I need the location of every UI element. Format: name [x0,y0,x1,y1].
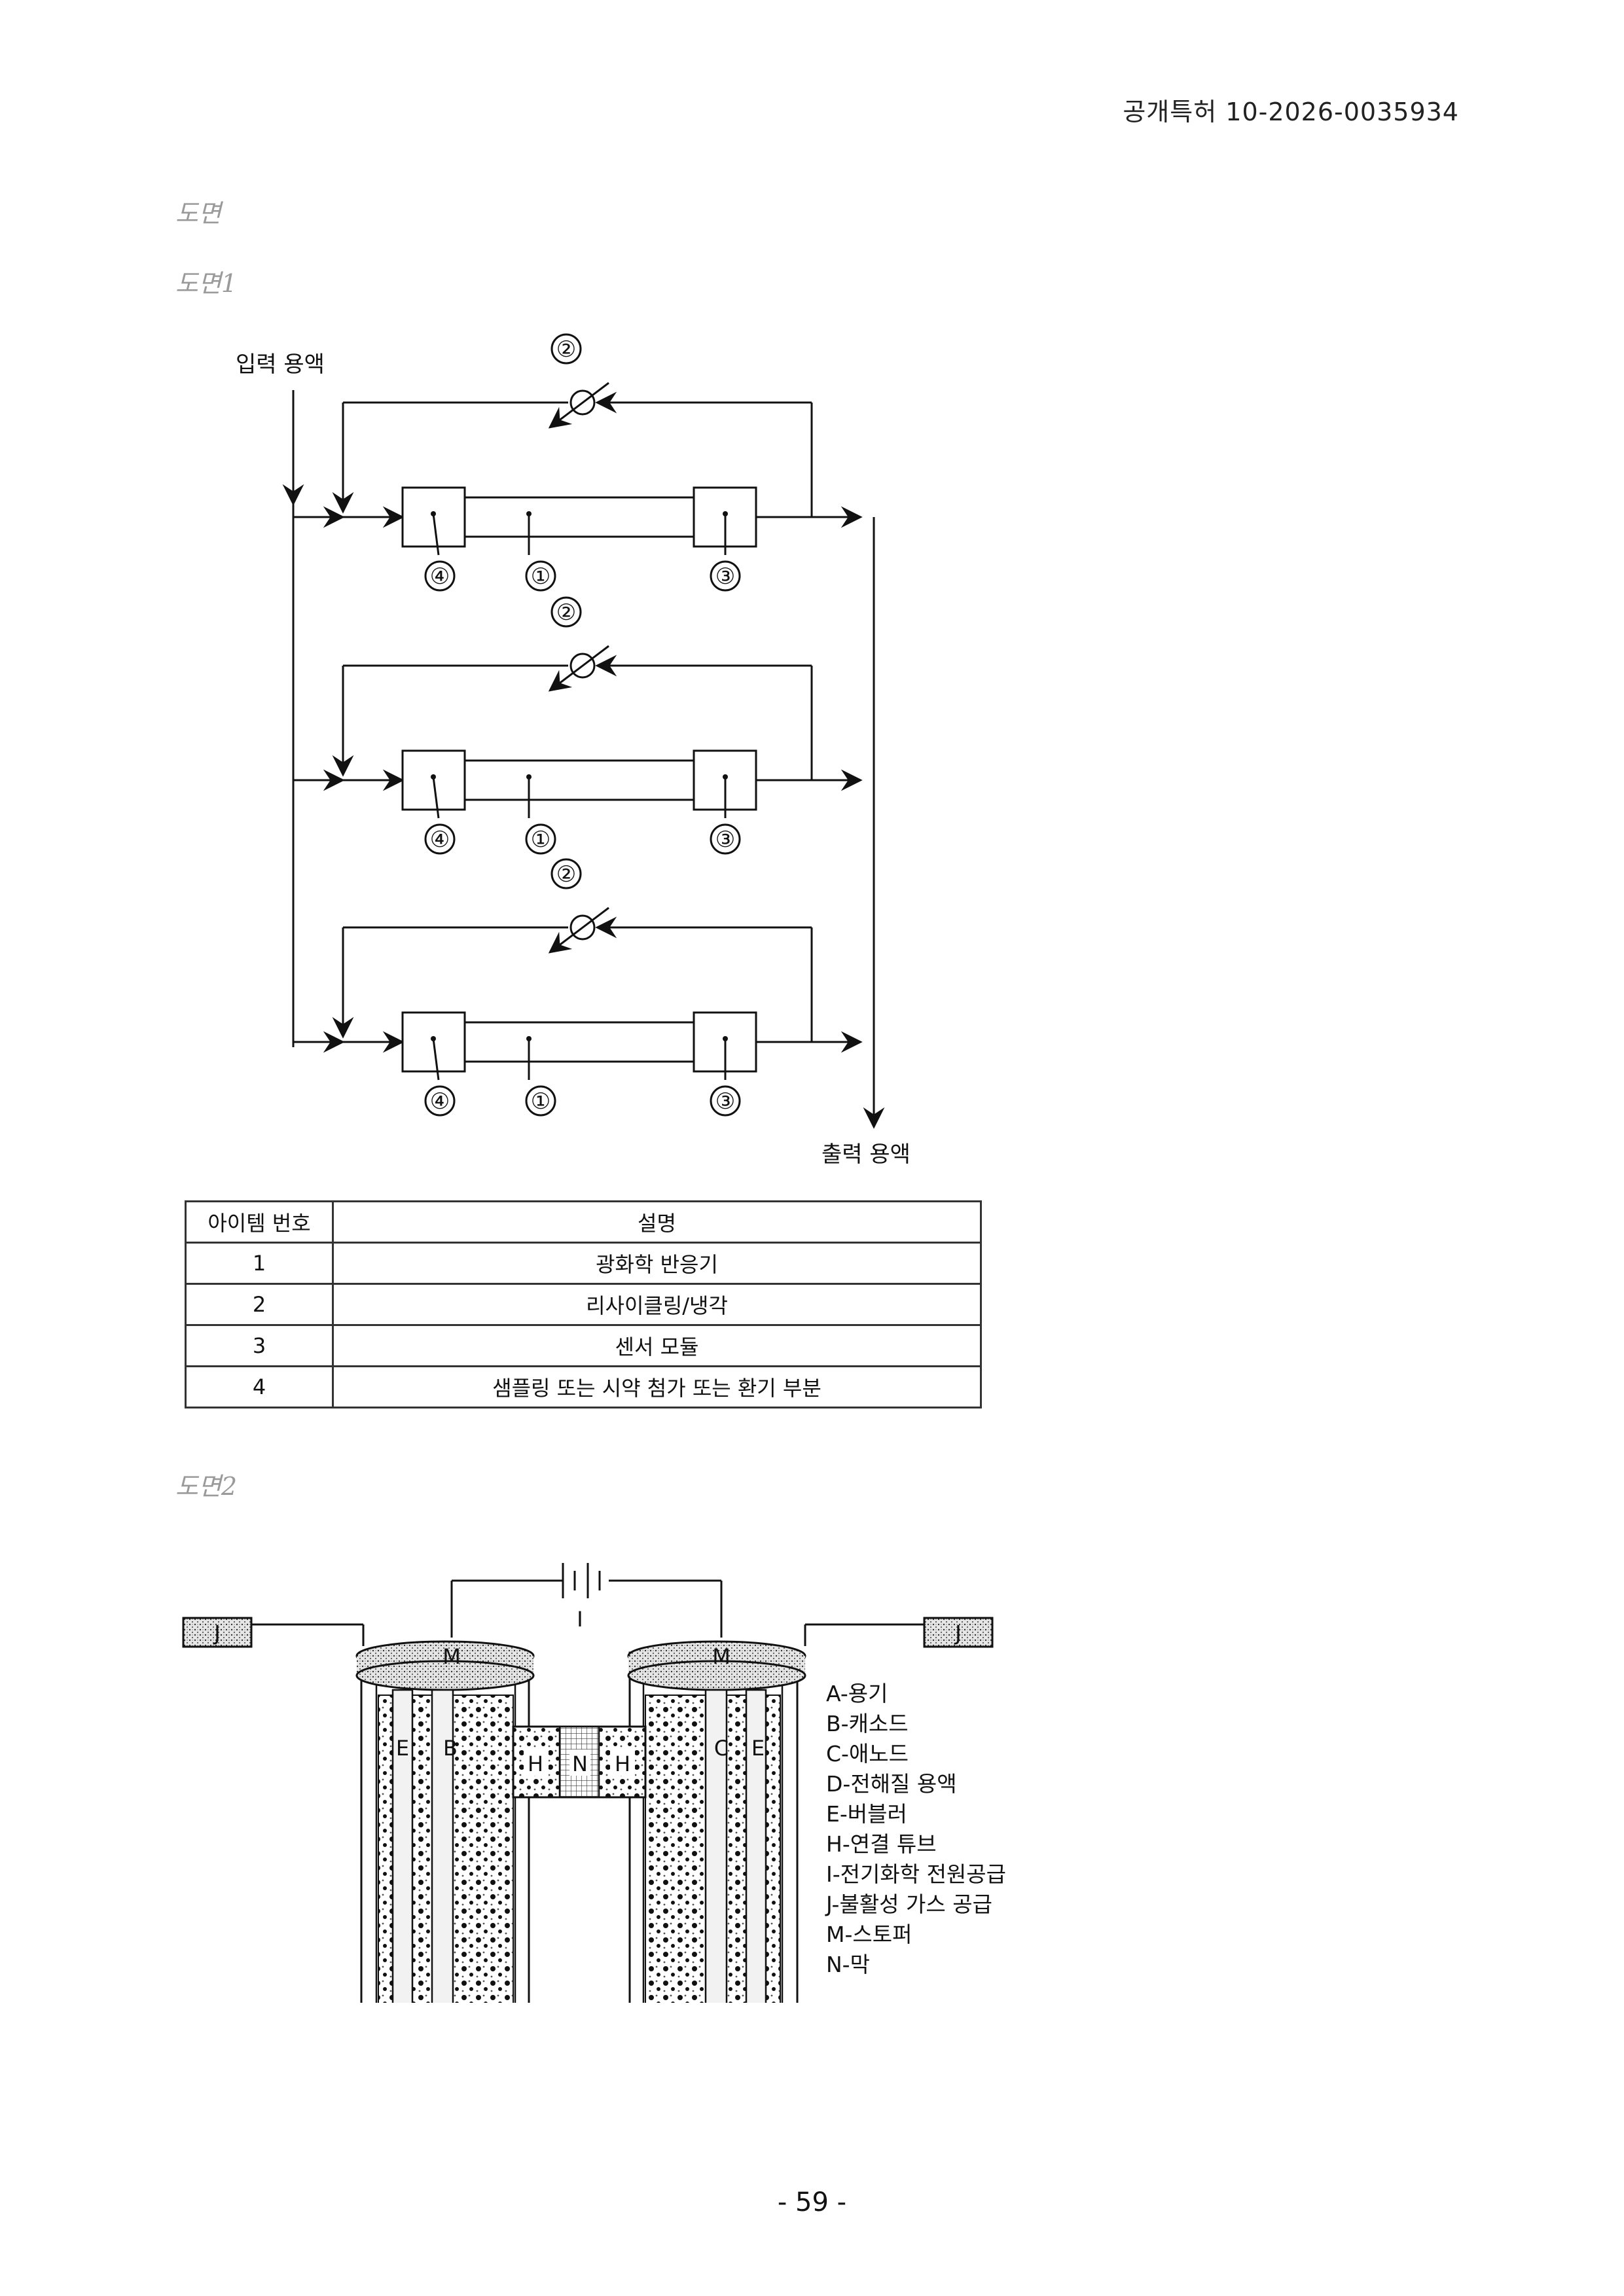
marker-2: ② [556,600,576,626]
label-N: N [572,1751,588,1776]
photoreactor-tube [465,497,694,537]
legend-item: D-전해질 용액 [826,1771,957,1797]
label-C: C [714,1736,729,1761]
marker-2: ② [556,861,576,888]
description-header: 설명 [333,1202,981,1243]
label-M-left: M [442,1644,461,1669]
label-J-right: J [954,1621,961,1645]
marker-3: ④ [430,827,450,853]
input-solution-label: 입력 용액 [236,351,325,378]
label-B: B [443,1736,458,1761]
page-number: - 59 - [0,2187,1624,2217]
figure-2-heading: 도면2 [175,1466,237,1502]
item-description: 샘플링 또는 시약 첨가 또는 환기 부분 [333,1367,981,1408]
item-table-header: 아이템 번호 설명 [186,1202,981,1243]
label-H-right: H [615,1751,630,1776]
label-H-left: H [528,1751,543,1776]
marker-1: ① [531,564,550,590]
left-cell: M E B D A [357,1641,533,2003]
label-M-right: M [712,1644,731,1669]
marker-2: ② [556,336,576,363]
legend-item: H-연결 튜브 [826,1831,937,1857]
figure-2-diagram: I J J M E B D A M C E D [0,1518,1624,2003]
label-E-left: E [396,1736,409,1761]
label-I: I [577,1607,583,1632]
item-description: 리사이클링/냉각 [333,1284,981,1325]
legend-item: N-막 [826,1952,870,1977]
figure-2-legend: A-용기 B-캐소드 C-애노드 D-전해질 용액 E-버블러 H-연결 튜브 … [825,1681,1006,1977]
adjust-arrow [550,908,609,952]
legend-item: B-캐소드 [826,1711,909,1736]
marker-3: ④ [430,1088,450,1115]
marker-1: ① [531,827,550,853]
photoreactor-tube [465,761,694,800]
legend-item: C-애노드 [826,1741,909,1767]
marker-1: ① [531,1088,550,1115]
item-number: 3 [186,1325,333,1367]
legend-item: J-불활성 가스 공급 [825,1892,992,1917]
table-row: 3 센서 모듈 [186,1325,981,1367]
label-J-left: J [213,1621,220,1645]
photoreactor-tube [465,1022,694,1062]
table-row: 4 샘플링 또는 시약 첨가 또는 환기 부분 [186,1367,981,1408]
table-row: 1 광화학 반응기 [186,1243,981,1284]
legend-item: E-버블러 [826,1801,907,1827]
item-number: 1 [186,1243,333,1284]
item-number: 4 [186,1367,333,1408]
adjust-arrow [550,646,609,691]
legend-item: A-용기 [826,1681,888,1706]
item-number-header: 아이템 번호 [186,1202,333,1243]
legend-item: I-전기화학 전원공급 [826,1861,1006,1887]
right-cell: M C E D A [628,1641,805,2003]
output-solution-label: 출력 용액 [821,1141,911,1168]
marker-4: ③ [715,1088,735,1115]
item-table: 아이템 번호 설명 1 광화학 반응기 2 리사이클링/냉각 3 센서 모듈 4… [185,1200,982,1408]
item-description: 센서 모듈 [333,1325,981,1367]
label-E-right: E [751,1736,765,1761]
figure-1-diagram: 입력 용액 출력 용액 ② ④ ① ③ ② ④ ① ③ ② ④ ① ③ [0,0,1624,1198]
item-number: 2 [186,1284,333,1325]
power-supply-battery: I [452,1563,721,1638]
marker-3: ④ [430,564,450,590]
item-description: 광화학 반응기 [333,1243,981,1284]
marker-4: ③ [715,827,735,853]
legend-item: M-스토퍼 [826,1922,912,1947]
adjust-arrow [550,383,609,427]
table-row: 2 리사이클링/냉각 [186,1284,981,1325]
marker-4: ③ [715,564,735,590]
